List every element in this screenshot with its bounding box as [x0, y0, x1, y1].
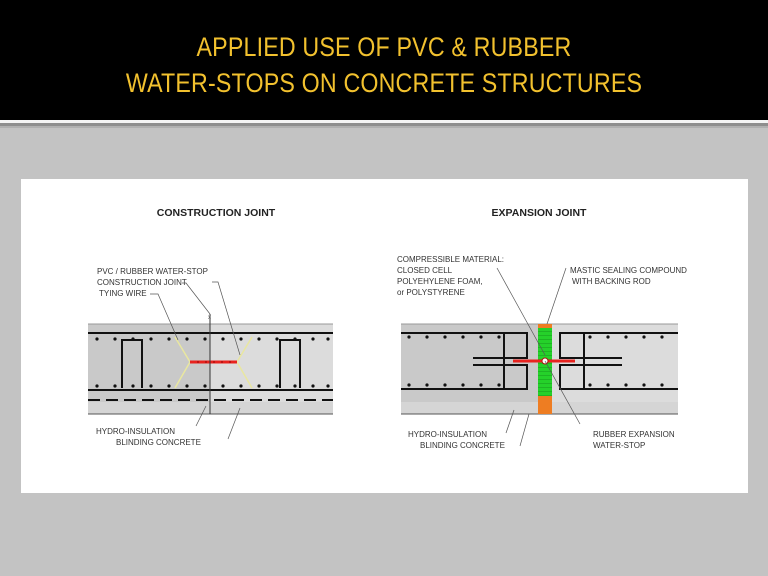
label-compressible-4: or POLYSTYRENE [397, 288, 465, 297]
slide-title-line-1: APPLIED USE OF PVC & RUBBER [196, 32, 572, 62]
rebar-cages [401, 332, 678, 390]
label-pvc-waterstop: PVC / RUBBER WATER-STOP [97, 267, 208, 276]
label-tying-wire: TYING WIRE [99, 289, 147, 298]
leader-lines [150, 281, 241, 440]
header-divider-dark [0, 123, 768, 126]
joint-diagrams: CONSTRUCTION JOINT PVC / RUBBER WATER-ST… [88, 207, 687, 450]
expansion-joint-diagram: EXPANSION JOINT COMPRESSIBLE MATERIAL: C… [397, 207, 687, 450]
label-mastic-1: MASTIC SEALING COMPOUND [570, 266, 687, 275]
expansion-joint-title: EXPANSION JOINT [492, 207, 587, 219]
slide-title-line-2: WATER-STOPS ON CONCRETE STRUCTURES [125, 68, 643, 98]
header-divider-light [0, 120, 768, 123]
construction-joint-title: CONSTRUCTION JOINT [157, 207, 276, 219]
diagram-panel: CONSTRUCTION JOINT PVC / RUBBER WATER-ST… [21, 179, 748, 493]
slide-header: APPLIED USE OF PVC & RUBBER WATER-STOPS … [0, 0, 768, 120]
leader-lines-right [496, 267, 581, 447]
label-blinding-concrete-right: BLINDING CONCRETE [420, 441, 505, 450]
construction-joint-diagram: CONSTRUCTION JOINT PVC / RUBBER WATER-ST… [88, 207, 333, 447]
label-compressible-2: CLOSED CELL [397, 266, 453, 275]
label-mastic-2: WITH BACKING ROD [572, 277, 651, 286]
label-hydro-insulation-left: HYDRO-INSULATION [96, 427, 175, 436]
label-compressible-1: COMPRESSIBLE MATERIAL: [397, 255, 504, 264]
label-compressible-3: POLYEHYLENE FOAM, [397, 277, 483, 286]
header-divider-shadow [0, 126, 768, 128]
stirrup-left [121, 339, 143, 388]
slab-right [552, 324, 678, 414]
label-blinding-concrete-left: BLINDING CONCRETE [116, 438, 201, 447]
label-rubber-expansion-2: WATER-STOP [593, 441, 645, 450]
label-hydro-insulation-right: HYDRO-INSULATION [408, 430, 487, 439]
slab-left [401, 324, 538, 414]
svg-text:x: x [208, 315, 211, 321]
label-construction-joint: CONSTRUCTION JOINT [97, 278, 187, 287]
rebar-dots [95, 337, 330, 388]
label-rubber-expansion-1: RUBBER EXPANSION [593, 430, 675, 439]
stirrup-right [279, 339, 301, 388]
